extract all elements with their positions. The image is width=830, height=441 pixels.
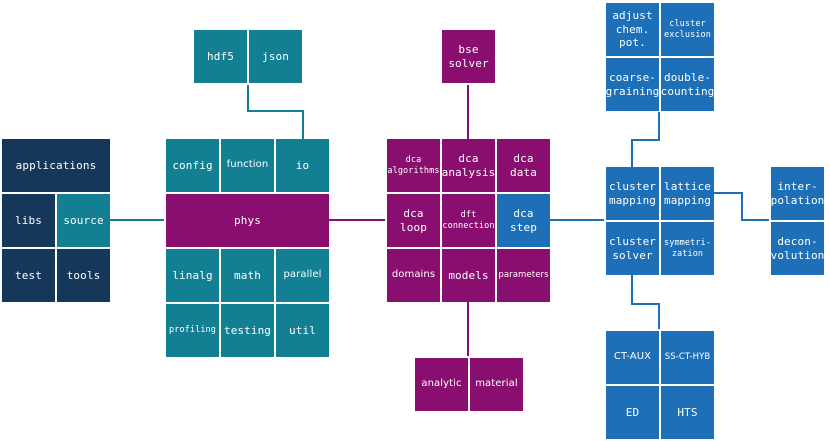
arrow-io-to-hdf5 (247, 85, 304, 140)
cluster-exclusion-box: cluster exclusion (661, 3, 714, 56)
cluster-mapping-box: cluster mapping (606, 167, 659, 220)
double-counting-box: double- counting (661, 58, 714, 111)
arrow-cluster-solver-to-ct-aux (631, 274, 660, 329)
parallel-box: parallel (276, 249, 329, 302)
hts-box: HTS (661, 386, 714, 439)
bse-solver-box: bse solver (442, 30, 495, 83)
coarse-graining-box: coarse- graining (606, 58, 659, 111)
arrow-lattice-mapping-to-interpolation (713, 192, 769, 221)
symmetrization-box: symmetri- zation (661, 222, 714, 275)
function-box: function (221, 139, 274, 192)
applications-box: applications (2, 139, 110, 192)
ed-box: ED (606, 386, 659, 439)
arrow-cluster-mapping-to-coarse-graining (631, 112, 660, 168)
domains-box: domains (387, 249, 440, 302)
io-box: io (276, 139, 329, 192)
dca-data-box: dca data (497, 139, 550, 192)
dft-connection-box: dft connection (442, 194, 495, 247)
util-box: util (276, 304, 329, 357)
phys-box: phys (166, 194, 329, 247)
dca-loop-box: dca loop (387, 194, 440, 247)
analytic-box: analytic (415, 358, 468, 411)
lattice-mapping-box: lattice mapping (661, 167, 714, 220)
config-box: config (166, 139, 219, 192)
testing-box: testing (221, 304, 274, 357)
tools-box: tools (57, 249, 110, 302)
interpolation-box: inter- polation (771, 167, 824, 220)
material-box: material (470, 358, 523, 411)
libs-box: libs (2, 194, 55, 247)
json-box: json (249, 30, 302, 83)
ct-aux-box: CT-AUX (606, 331, 659, 384)
test-box: test (2, 249, 55, 302)
profiling-box: profiling (166, 304, 219, 357)
math-box: math (221, 249, 274, 302)
linalg-box: linalg (166, 249, 219, 302)
dca-algorithms-box: dca algorithms (387, 139, 440, 192)
adjust-chem-pot-box: adjust chem. pot. (606, 3, 659, 56)
deconvolution-box: decon- volution (771, 222, 824, 275)
ss-ct-hyb-box: SS-CT-HYB (661, 331, 714, 384)
source-box: source (57, 194, 110, 247)
models-box: models (442, 249, 495, 302)
hdf5-box: hdf5 (194, 30, 247, 83)
parameters-box: parameters (497, 249, 550, 302)
dca-step-box: dca step (497, 194, 550, 247)
cluster-solver-box: cluster solver (606, 222, 659, 275)
dca-analysis-box: dca analysis (442, 139, 495, 192)
